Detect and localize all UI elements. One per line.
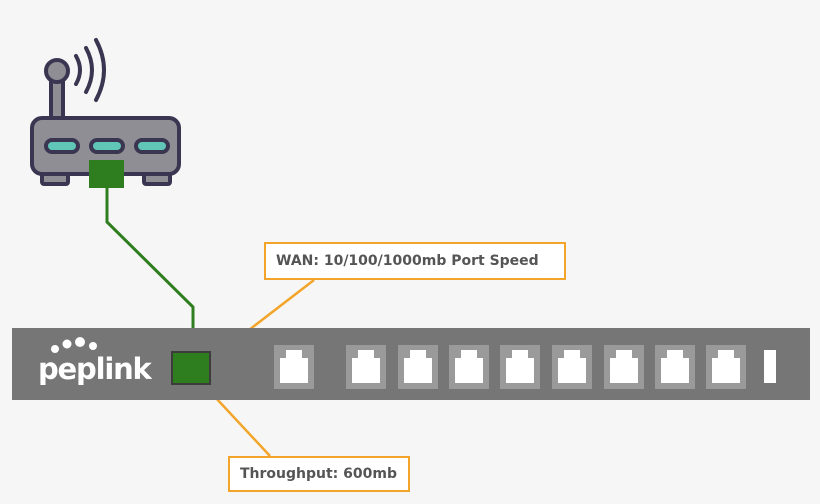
wireless-router-icon <box>30 38 181 188</box>
peplink-logo-text: peplink <box>38 352 152 386</box>
wifi-signal-icon <box>74 38 106 102</box>
lan-port-partial <box>764 350 776 383</box>
lan-port <box>604 345 644 389</box>
lan-port <box>706 345 746 389</box>
wan-port <box>171 351 211 385</box>
peplink-logo-dots-icon <box>51 337 97 353</box>
wan-port-speed-callout: WAN: 10/100/1000mb Port Speed <box>264 242 566 280</box>
throughput-callout: Throughput: 600mb <box>228 456 410 492</box>
lan-port <box>449 345 489 389</box>
peplink-switch <box>12 328 810 400</box>
lan-port <box>346 345 386 389</box>
lan-port <box>398 345 438 389</box>
router-lan-port <box>89 160 124 188</box>
lan-port <box>552 345 592 389</box>
lan-port <box>655 345 695 389</box>
lan-port <box>274 345 314 389</box>
lan-port <box>500 345 540 389</box>
